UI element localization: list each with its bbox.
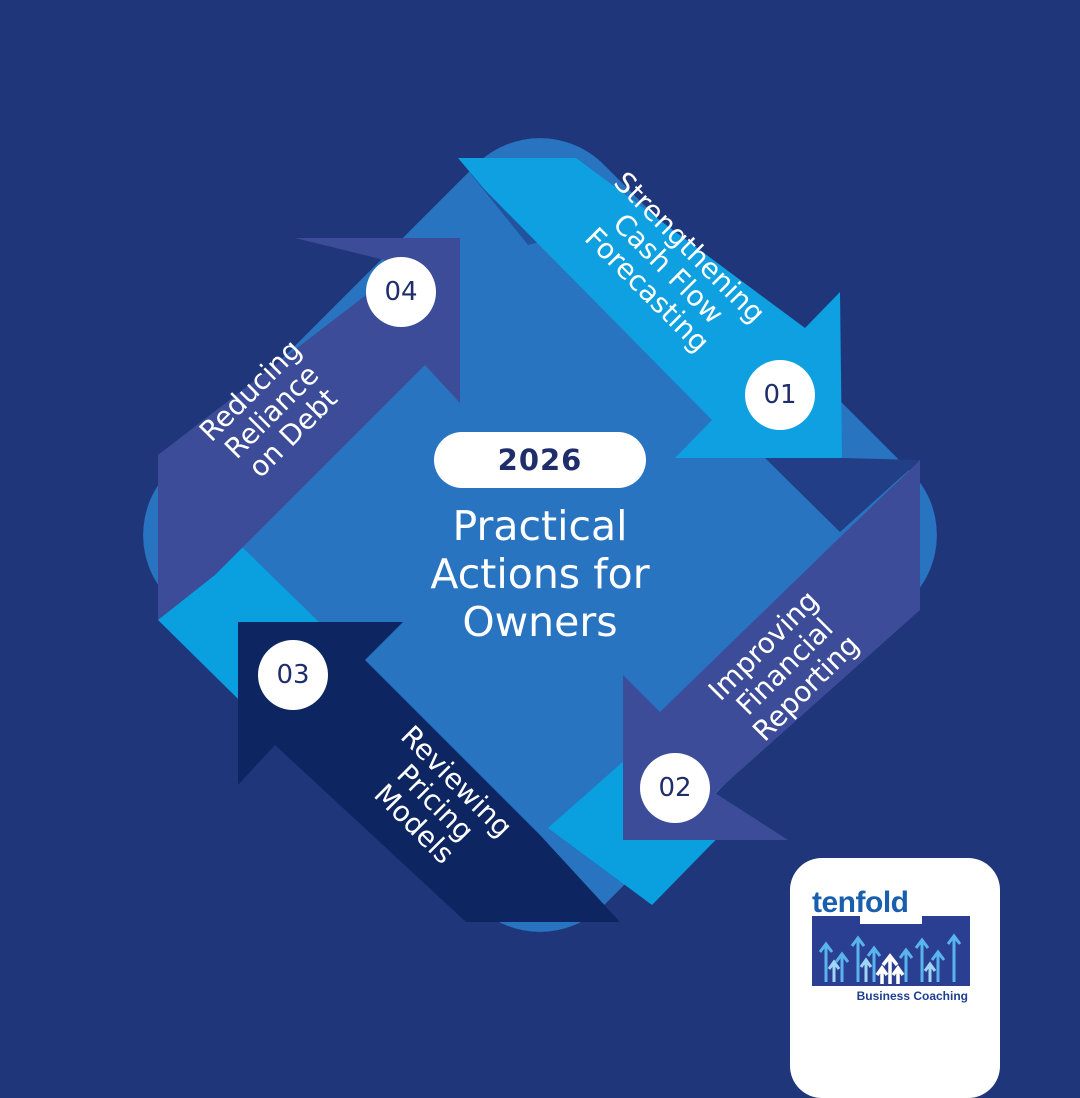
fold-shadow-02 [765, 458, 920, 532]
step-02-number-badge: 02 [640, 753, 710, 823]
year-pill: 2026 [434, 432, 646, 488]
logo-card: tenfold Bus [790, 858, 1000, 1098]
arrow-02 [623, 460, 920, 840]
step-03-number-badge: 03 [258, 640, 328, 710]
center-title-line-3: Owners [462, 598, 618, 646]
logo-wordmark: tenfold [812, 886, 909, 919]
center-title: Practical Actions for Owners [370, 502, 710, 646]
center-title-line-1: Practical [452, 502, 628, 550]
logo-tagline: Business Coaching [856, 989, 968, 1003]
step-04-number-badge: 04 [366, 257, 436, 327]
step-01-number-badge: 01 [745, 360, 815, 430]
center-title-line-2: Actions for [430, 550, 650, 598]
arrows-logo-icon [812, 916, 970, 986]
arrow-03 [238, 622, 620, 922]
arrow-04 [158, 238, 460, 620]
